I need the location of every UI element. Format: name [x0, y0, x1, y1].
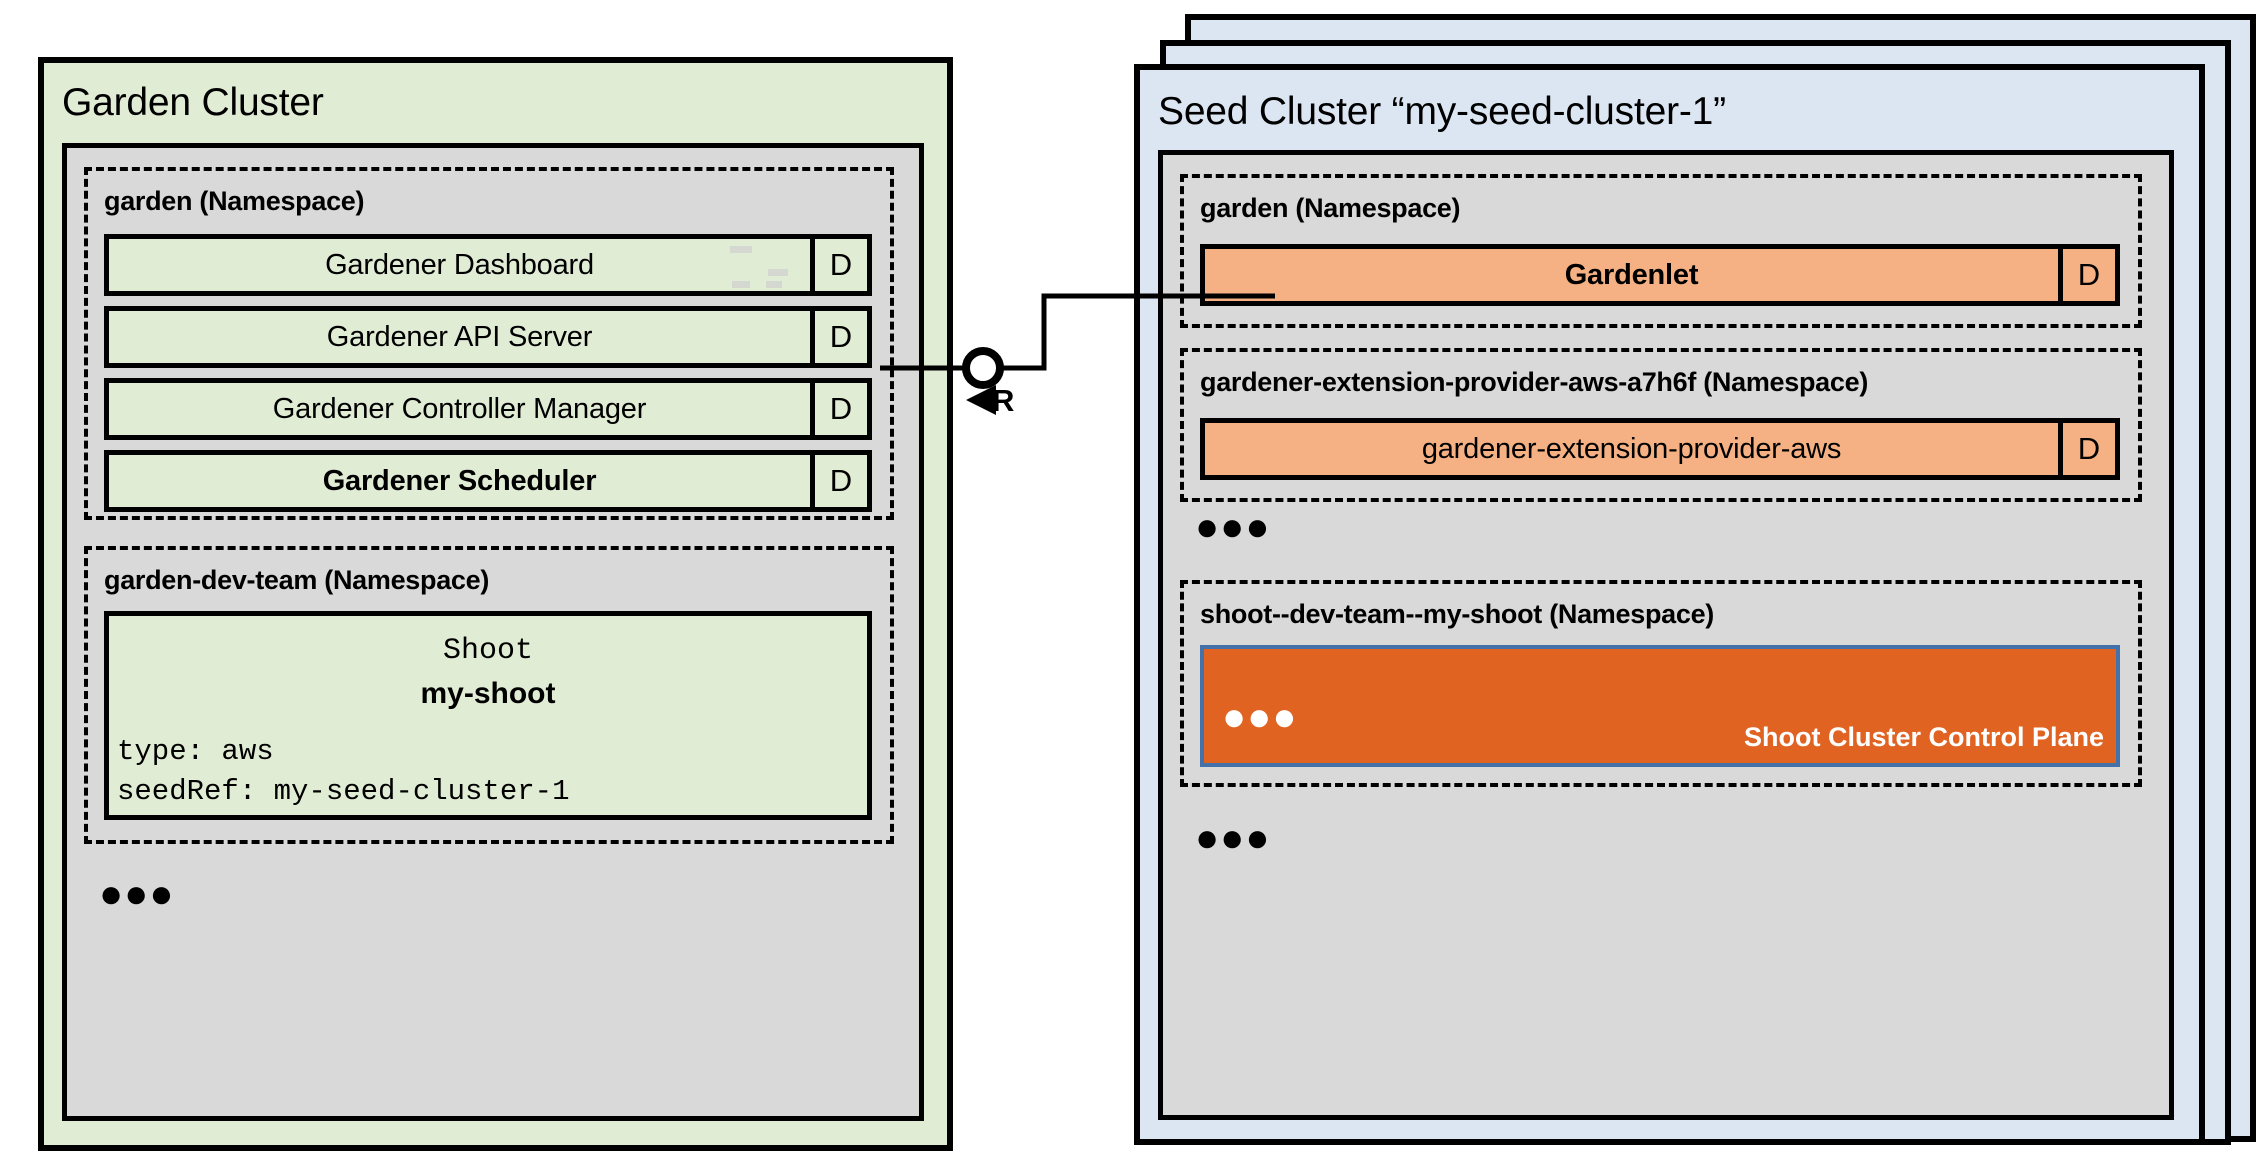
- dashboard-artifact-2: [768, 269, 788, 276]
- component-gardener-controller-manager-label: Gardener Controller Manager: [272, 392, 647, 425]
- component-gardener-api-server-badge: D: [810, 311, 867, 363]
- component-gardener-controller-manager-badge: D: [810, 383, 867, 435]
- component-gardener-controller-manager[interactable]: Gardener Controller Manager D: [104, 378, 872, 440]
- component-gardener-scheduler-badge: D: [810, 455, 867, 507]
- shoot-resource-kind: Shoot: [442, 634, 533, 668]
- shoot-resource-spec-line-1: type: aws: [117, 735, 274, 768]
- component-gardener-scheduler-body: Gardener Scheduler: [109, 455, 810, 507]
- shoot-resource-spec-line-2: seedRef: my-seed-cluster-1: [117, 775, 570, 808]
- component-gardener-extension-provider-aws-badge: D: [2058, 423, 2115, 475]
- garden-namespace-garden-dev-team-title: garden-dev-team (Namespace): [104, 565, 490, 595]
- seed-cluster-title: Seed Cluster “my-seed-cluster-1”: [1158, 90, 1726, 133]
- component-gardener-extension-provider-aws[interactable]: gardener-extension-provider-aws D: [1200, 418, 2120, 480]
- garden-namespace-garden[interactable]: garden (Namespace) Gardener Dashboard D: [84, 167, 894, 520]
- component-gardenlet-badge: D: [2058, 249, 2115, 301]
- seed-namespace-shoot-dev-team-my-shoot-title: shoot--dev-team--my-shoot (Namespace): [1200, 599, 1714, 629]
- component-gardener-api-server-label: Gardener API Server: [326, 320, 593, 353]
- component-gardener-controller-manager-body: Gardener Controller Manager: [109, 383, 810, 435]
- garden-namespace-garden-title: garden (Namespace): [104, 186, 365, 216]
- shoot-resource-name: my-shoot: [420, 677, 556, 710]
- component-gardener-extension-provider-aws-body: gardener-extension-provider-aws: [1205, 423, 2058, 475]
- control-plane-label: Shoot Cluster Control Plane: [1743, 722, 2104, 752]
- component-gardener-scheduler[interactable]: Gardener Scheduler D: [104, 450, 872, 512]
- seed-namespace-shoot-dev-team-my-shoot[interactable]: shoot--dev-team--my-shoot (Namespace) ●●…: [1180, 580, 2142, 787]
- seed-more-namespaces-indicator-middle: ●●●: [1195, 505, 1271, 549]
- component-gardener-api-server-body: Gardener API Server: [109, 311, 810, 363]
- garden-cluster-title: Garden Cluster: [62, 81, 324, 124]
- component-gardenlet-body: Gardenlet: [1205, 249, 2058, 301]
- seed-namespace-extension-provider-aws-title: gardener-extension-provider-aws-a7h6f (N…: [1200, 367, 1869, 397]
- component-gardener-extension-provider-aws-label: gardener-extension-provider-aws: [1421, 432, 1842, 465]
- component-gardenlet-label: Gardenlet: [1564, 258, 1699, 291]
- component-gardenlet[interactable]: Gardenlet D: [1200, 244, 2120, 306]
- garden-cluster[interactable]: Garden Cluster garden (Namespace) Garden…: [38, 57, 953, 1151]
- dashboard-artifact-3: [766, 281, 782, 288]
- dashboard-artifact-1: [730, 246, 752, 253]
- seed-namespace-garden-title: garden (Namespace): [1200, 193, 1461, 223]
- garden-kubernetes-area: garden (Namespace) Gardener Dashboard D: [62, 143, 924, 1121]
- seed-namespace-extension-provider-aws[interactable]: gardener-extension-provider-aws-a7h6f (N…: [1180, 348, 2142, 502]
- seed-kubernetes-area: garden (Namespace) Gardenlet D gardener-…: [1158, 150, 2174, 1120]
- seed-more-namespaces-indicator-bottom: ●●●: [1195, 816, 1271, 860]
- seed-cluster[interactable]: Seed Cluster “my-seed-cluster-1” garden …: [1134, 64, 2205, 1145]
- shoot-resource-card[interactable]: Shoot my-shoot type: aws seedRef: my-see…: [104, 611, 872, 820]
- component-gardener-scheduler-label: Gardener Scheduler: [322, 464, 597, 497]
- dashboard-artifact-4: [732, 281, 750, 288]
- seed-namespace-garden[interactable]: garden (Namespace) Gardenlet D: [1180, 174, 2142, 328]
- component-gardener-dashboard[interactable]: Gardener Dashboard D: [104, 234, 872, 296]
- garden-namespace-garden-dev-team[interactable]: garden-dev-team (Namespace) Shoot my-sho…: [84, 546, 894, 844]
- component-gardener-dashboard-badge: D: [810, 239, 867, 291]
- garden-more-namespaces-indicator: ●●●: [99, 872, 175, 916]
- connector-label: R: [992, 383, 1015, 418]
- component-gardener-dashboard-body: Gardener Dashboard: [109, 239, 810, 291]
- component-gardener-api-server[interactable]: Gardener API Server D: [104, 306, 872, 368]
- shoot-cluster-control-plane[interactable]: ●●● Shoot Cluster Control Plane: [1200, 645, 2120, 767]
- control-plane-more-indicator: ●●●: [1222, 695, 1298, 739]
- component-gardener-dashboard-label: Gardener Dashboard: [325, 248, 594, 281]
